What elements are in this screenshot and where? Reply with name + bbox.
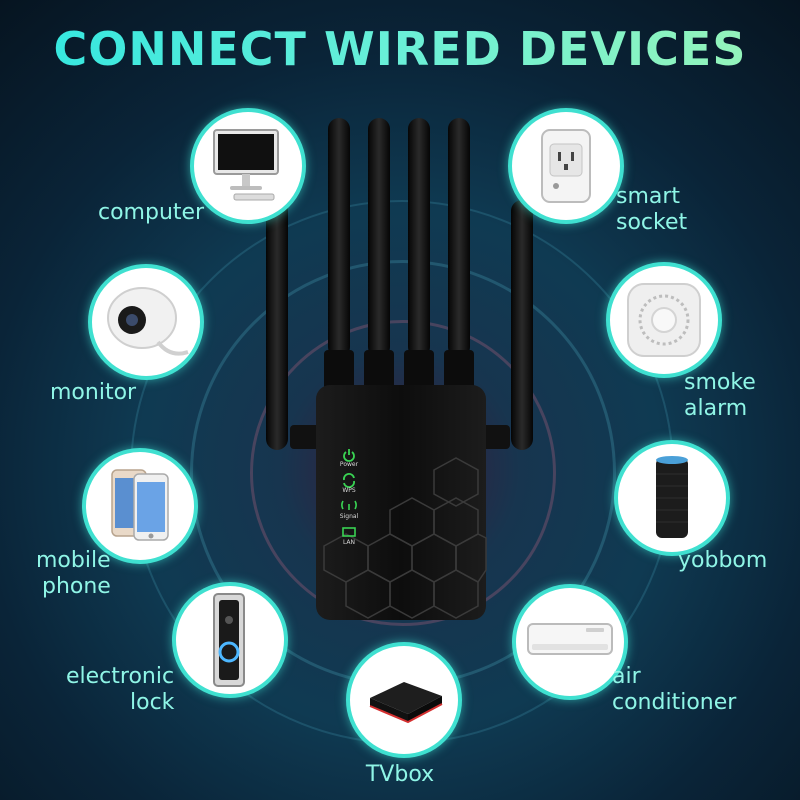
device-computer (190, 108, 306, 224)
device-tvbox (346, 642, 462, 758)
page-title: CONNECT WIRED DEVICES (0, 22, 800, 76)
wps-icon (343, 473, 355, 488)
smart-socket-icon (541, 129, 591, 203)
device-monitor (88, 264, 204, 380)
device-electronic-lock (172, 582, 288, 698)
device-yobbom (614, 440, 730, 556)
label-computer: computer (98, 200, 205, 225)
indicator-label: Signal (340, 513, 359, 520)
antenna-right (480, 200, 533, 450)
antenna-top-2 (364, 118, 394, 390)
device-smoke-alarm (606, 262, 722, 378)
antenna-left (266, 200, 320, 450)
air-conditioner-icon (527, 623, 613, 655)
device-mobile-phone (82, 448, 198, 564)
label-smoke-alarm: smoke alarm (684, 370, 756, 421)
indicator-label: WPS (342, 487, 356, 494)
label-monitor: monitor (50, 380, 137, 405)
label-yobbom: yobbom (678, 548, 768, 573)
device-air-conditioner (512, 584, 628, 700)
antenna-top-4 (444, 118, 474, 390)
power-icon (343, 449, 355, 462)
smoke-alarm-icon (627, 283, 701, 357)
device-smart-socket (508, 108, 624, 224)
indicator-label: LAN (343, 539, 355, 546)
tvbox-icon (369, 682, 443, 724)
label-electronic-lock: electronic lock (66, 664, 175, 715)
doorbell-lock-icon (213, 593, 245, 687)
antenna-top-3 (404, 118, 434, 390)
mobile-phone-icon (111, 469, 169, 541)
router-body (316, 385, 486, 620)
antenna-top-1 (324, 118, 354, 390)
signal-icon (341, 500, 357, 510)
label-mobile-phone: mobile phone (36, 548, 111, 599)
label-smart-socket: smart socket (616, 184, 688, 235)
lan-icon (342, 527, 356, 537)
computer-icon (213, 129, 279, 201)
label-tvbox: TVbox (365, 762, 435, 787)
indicator-label: Power (340, 461, 359, 468)
label-air-conditioner: air conditioner (612, 664, 737, 715)
hexagon-pattern (323, 457, 487, 619)
smart-speaker-icon (656, 456, 688, 538)
security-camera-icon (107, 287, 189, 356)
